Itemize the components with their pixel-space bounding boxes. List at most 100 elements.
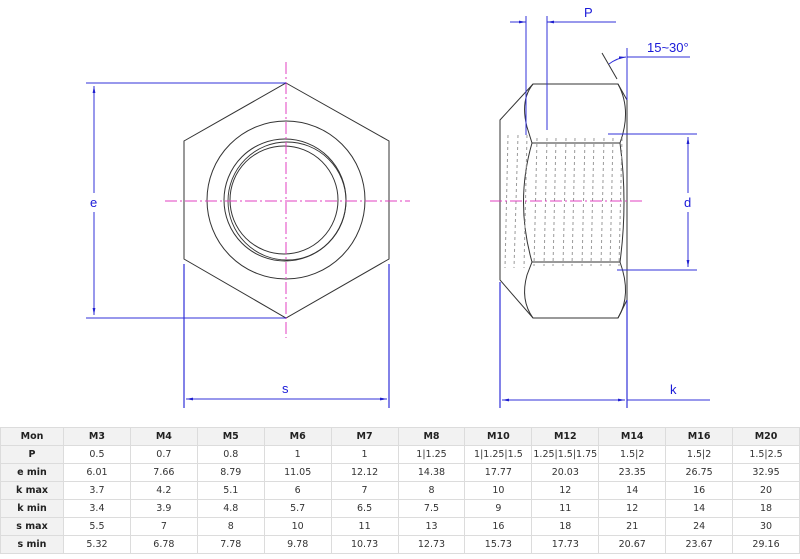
table-cell: 1.25|1.5|1.75	[531, 445, 600, 464]
table-cell: 32.95	[732, 463, 800, 482]
label-s: s	[282, 381, 289, 396]
table-cell: 4.8	[196, 499, 265, 518]
label-angle: 15~30°	[647, 40, 689, 55]
table-cell: 12.12	[330, 463, 399, 482]
table-cell: 11	[531, 499, 600, 518]
thread-major-circle	[223, 138, 347, 262]
table-cell: 7.66	[129, 463, 198, 482]
header-cell: M12	[531, 427, 600, 446]
label-k: k	[670, 382, 677, 397]
table-cell: 26.75	[665, 463, 734, 482]
table-cell: 6.01	[63, 463, 131, 482]
table-cell: 13	[397, 517, 466, 536]
header-cell: M16	[665, 427, 734, 446]
table-cell: 10.73	[330, 535, 399, 554]
table-cell: 14.38	[397, 463, 466, 482]
table-cell: 21	[598, 517, 667, 536]
dimension-p: P	[510, 5, 616, 135]
header-cell: M20	[732, 427, 800, 446]
header-cell: M4	[129, 427, 198, 446]
table-cell: 5.7	[263, 499, 332, 518]
dimensions-table: Mon M3 M4 M5 M6 M7 M8 M10 M12 M14 M16 M2…	[0, 427, 800, 554]
table-cell: 5.1	[196, 481, 265, 500]
table-cell: 23.35	[598, 463, 667, 482]
dimension-e: e	[86, 82, 286, 319]
table-cell: 11	[330, 517, 399, 536]
table-cell: 9.78	[263, 535, 332, 554]
header-cell: M14	[598, 427, 667, 446]
label-d: d	[684, 195, 691, 210]
table-cell: 8.79	[196, 463, 265, 482]
table-cell: 20.03	[531, 463, 600, 482]
table-cell: 1|1.25|1.5	[464, 445, 533, 464]
table-cell: 6.78	[129, 535, 198, 554]
table-cell: 15.73	[464, 535, 533, 554]
row-label: P	[0, 445, 64, 464]
table-cell: 10	[263, 517, 332, 536]
table-cell: 24	[665, 517, 734, 536]
table-cell: 23.67	[665, 535, 734, 554]
header-cell: M8	[397, 427, 466, 446]
header-cell: M6	[263, 427, 332, 446]
table-cell: 7	[330, 481, 399, 500]
table-cell: 12	[598, 499, 667, 518]
table-cell: 29.16	[732, 535, 800, 554]
dimension-s: s	[183, 264, 390, 408]
table-cell: 3.7	[63, 481, 131, 500]
hex-nut-technical-drawing: e s	[86, 5, 710, 408]
table-cell: 8	[196, 517, 265, 536]
table-cell: 20	[732, 481, 800, 500]
table-cell: 8	[397, 481, 466, 500]
table-cell: 7.5	[397, 499, 466, 518]
table-cell: 1|1.25	[397, 445, 466, 464]
table-cell: 7.78	[196, 535, 265, 554]
table-cell: 1.5|2.5	[732, 445, 800, 464]
table-cell: 0.5	[63, 445, 131, 464]
header-cell: M7	[330, 427, 399, 446]
front-view	[165, 62, 410, 338]
table-cell: 16	[665, 481, 734, 500]
table-cell: 5.32	[63, 535, 131, 554]
dimension-k: k	[499, 282, 710, 408]
table-cell: 18	[732, 499, 800, 518]
bore-circle	[229, 145, 339, 255]
table-cell: 0.8	[196, 445, 265, 464]
table-cell: 1	[330, 445, 399, 464]
header-cell: Mon	[0, 427, 64, 446]
dimension-d: d	[608, 133, 697, 271]
table-cell: 0.7	[129, 445, 198, 464]
row-label: s max	[0, 517, 64, 536]
table-cell: 30	[732, 517, 800, 536]
table-cell: 10	[464, 481, 533, 500]
table-cell: 14	[665, 499, 734, 518]
table-cell: 3.4	[63, 499, 131, 518]
row-label: k max	[0, 481, 64, 500]
label-e: e	[90, 195, 97, 210]
table-cell: 18	[531, 517, 600, 536]
table-cell: 6	[263, 481, 332, 500]
table-cell: 1	[263, 445, 332, 464]
table-cell: 1.5|2	[598, 445, 667, 464]
table-cell: 17.73	[531, 535, 600, 554]
table-cell: 17.77	[464, 463, 533, 482]
table-cell: 5.5	[63, 517, 131, 536]
row-label: e min	[0, 463, 64, 482]
table-cell: 16	[464, 517, 533, 536]
row-label: s min	[0, 535, 64, 554]
table-cell: 14	[598, 481, 667, 500]
table-cell: 11.05	[263, 463, 332, 482]
header-cell: M10	[464, 427, 533, 446]
label-p: P	[584, 5, 593, 20]
table-cell: 9	[464, 499, 533, 518]
table-cell: 20.67	[598, 535, 667, 554]
table-cell: 7	[129, 517, 198, 536]
row-label: k min	[0, 499, 64, 518]
side-view	[490, 83, 645, 319]
table-cell: 4.2	[129, 481, 198, 500]
